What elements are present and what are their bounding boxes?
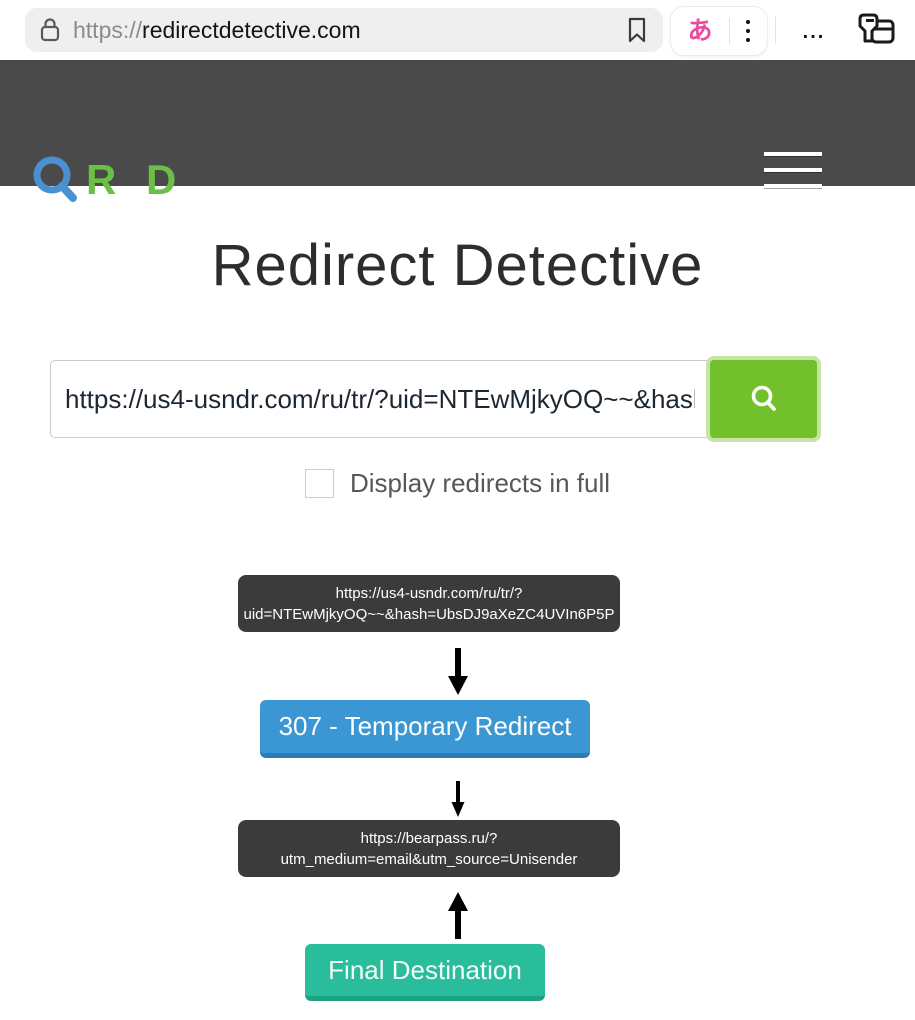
hamburger-menu-icon[interactable] <box>764 152 822 200</box>
address-bar[interactable]: https://redirectdetective.com <box>25 8 663 52</box>
arrow-down-icon <box>0 780 915 818</box>
site-header: R D <box>0 60 915 202</box>
kebab-menu-icon[interactable] <box>746 20 751 42</box>
search-icon <box>751 385 776 411</box>
url-text: https://redirectdetective.com <box>73 17 617 44</box>
more-icon[interactable]: ... <box>802 21 826 43</box>
logo-letters: R D <box>86 156 186 203</box>
divider <box>728 18 730 44</box>
url-line: uid=NTEwMjkyOQ~~&hash=UbsDJ9aXeZC4UVIn6P… <box>243 605 615 623</box>
arrow-down-icon <box>0 646 915 696</box>
password-key-icon[interactable] <box>852 10 898 52</box>
redirect-status-box: 307 - Temporary Redirect <box>260 700 590 758</box>
divider <box>775 16 776 44</box>
url-scheme: https:// <box>73 16 143 43</box>
redirect-url-box-2: https://bearpass.ru/? utm_medium=email&u… <box>238 820 620 877</box>
browser-bar: https://redirectdetective.com あ ... <box>0 0 915 60</box>
site-logo[interactable]: R D <box>30 154 185 206</box>
checkbox-row: Display redirects in full <box>0 468 915 499</box>
final-destination-label: Final Destination <box>328 954 522 985</box>
checkbox-label: Display redirects in full <box>349 468 611 498</box>
display-redirects-checkbox[interactable] <box>304 469 334 498</box>
redirect-url-box-1: https://us4-usndr.com/ru/tr/? uid=NTEwMj… <box>238 575 620 632</box>
bookmark-icon[interactable] <box>625 15 649 45</box>
magnifier-q-logo-icon <box>33 156 77 202</box>
search-row <box>50 360 817 438</box>
url-search-input[interactable] <box>50 360 710 438</box>
url-line: https://bearpass.ru/? <box>360 829 498 847</box>
arrow-up-icon <box>0 891 915 941</box>
page-title: Redirect Detective <box>211 233 704 298</box>
extension-group: あ <box>670 6 768 56</box>
final-destination-box: Final Destination <box>305 944 545 1001</box>
url-host: redirectdetective.com <box>142 16 361 43</box>
search-button[interactable] <box>710 360 817 438</box>
url-line: https://us4-usndr.com/ru/tr/? <box>335 584 523 602</box>
lock-icon <box>39 17 61 43</box>
status-label: 307 - Temporary Redirect <box>278 711 572 741</box>
url-line: utm_medium=email&utm_source=Unisender <box>280 850 578 868</box>
translate-extension-icon[interactable]: あ <box>687 16 713 45</box>
